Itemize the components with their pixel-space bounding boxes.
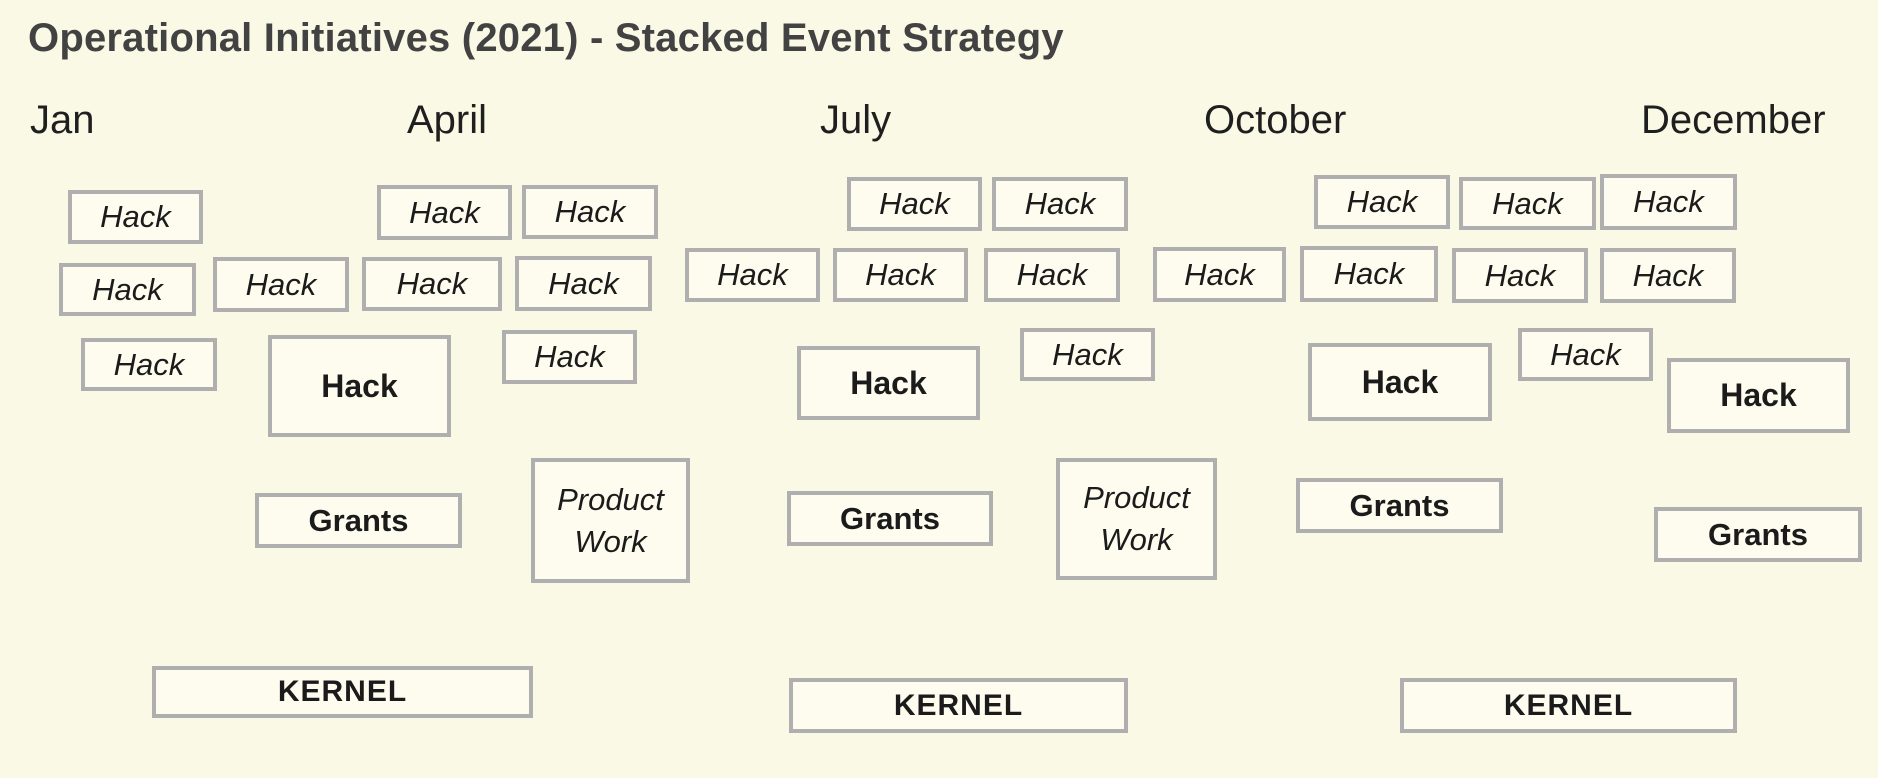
hack-major-box: Hack (1667, 358, 1850, 433)
hack-event-box: Hack (362, 257, 502, 311)
hack-event-box: Hack (847, 177, 982, 231)
hack-event-box: Hack (81, 338, 217, 391)
hack-event-box: Hack (992, 177, 1128, 231)
grants-box: Grants (1654, 507, 1862, 562)
hack-event-box: Hack (833, 248, 968, 302)
month-label-july: July (820, 98, 892, 142)
product-work-box: Product Work (531, 458, 690, 583)
hack-event-box: Hack (1600, 248, 1736, 303)
grants-box: Grants (1296, 478, 1503, 533)
hack-event-box: Hack (213, 257, 349, 312)
grants-box: Grants (255, 493, 462, 548)
month-label-jan: Jan (30, 98, 95, 142)
hack-event-box: Hack (1153, 247, 1286, 302)
hack-event-box: Hack (1020, 328, 1155, 381)
grants-box: Grants (787, 491, 993, 546)
hack-major-box: Hack (268, 335, 451, 437)
hack-event-box: Hack (1452, 248, 1588, 303)
hack-event-box: Hack (377, 185, 512, 240)
product-work-box: Product Work (1056, 458, 1217, 580)
hack-event-box: Hack (1518, 328, 1653, 381)
hack-event-box: Hack (1600, 174, 1737, 230)
hack-event-box: Hack (685, 248, 820, 302)
hack-event-box: Hack (984, 248, 1120, 302)
hack-major-box: Hack (797, 346, 980, 420)
hack-event-box: Hack (1300, 246, 1438, 302)
kernel-box: KERNEL (152, 666, 533, 718)
hack-major-box: Hack (1308, 343, 1492, 421)
hack-event-box: Hack (59, 263, 196, 316)
hack-event-box: Hack (68, 190, 203, 244)
hack-event-box: Hack (502, 330, 637, 384)
kernel-box: KERNEL (789, 678, 1128, 733)
hack-event-box: Hack (522, 185, 658, 239)
hack-event-box: Hack (1459, 177, 1596, 230)
hack-event-box: Hack (515, 256, 652, 311)
month-label-april: April (407, 98, 488, 142)
month-label-december: December (1641, 98, 1826, 142)
kernel-box: KERNEL (1400, 678, 1737, 733)
page-title: Operational Initiatives (2021) - Stacked… (28, 16, 1064, 60)
month-label-october: October (1204, 98, 1347, 142)
hack-event-box: Hack (1314, 175, 1450, 229)
